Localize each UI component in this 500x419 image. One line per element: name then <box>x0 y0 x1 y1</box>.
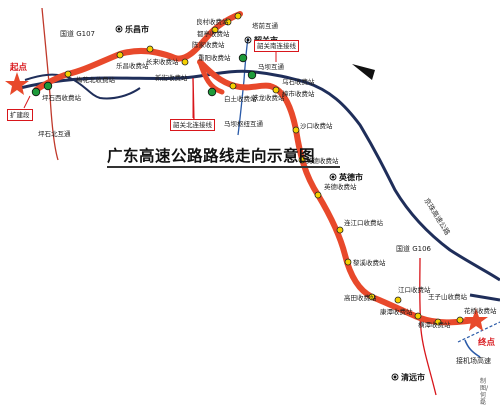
label-tieshui: 铁龙收费站 <box>252 93 285 102</box>
map-title: 广东高速公路路线走向示意图 <box>107 146 316 165</box>
box-shaoguan-north: 韶关北连接线 <box>170 119 215 131</box>
title-underline <box>107 166 340 168</box>
interchange-dots <box>31 53 257 97</box>
label-start: 起点 <box>9 62 28 73</box>
label-chenjia: 陈家收费站 <box>192 40 225 49</box>
city-yingde: 英德市 <box>338 172 363 182</box>
label-huaqiao: 花桥收费站 <box>464 306 497 315</box>
g107-road <box>41 7 59 161</box>
label-yingdewest: 英德收费站 <box>306 156 339 165</box>
label-g106: 国道 G106 <box>396 244 432 253</box>
jingzhu-south <box>469 293 500 302</box>
g106-road <box>419 257 437 396</box>
label-baitu: 白土收费站 <box>224 94 257 103</box>
station-dots <box>64 12 464 326</box>
label-kangtan: 康潭收费站 <box>380 307 413 316</box>
label-jiangkou: 江口收费站 <box>398 285 431 294</box>
label-airport: 接机场高速 <box>456 356 491 365</box>
jingzhu-branch <box>24 73 141 100</box>
label-lianjiangkou: 连江口收费站 <box>344 218 384 227</box>
dashed-road <box>457 321 500 343</box>
label-shakou: 沙口收费站 <box>300 121 333 130</box>
label-pingshi-west: 坪石西收费站 <box>42 93 82 102</box>
label-lechang: 乐昌收费站 <box>116 61 149 70</box>
label-pingshi-north-ic: 坪石北互通 <box>38 129 71 138</box>
city-qingyuan: 清远市 <box>401 372 425 382</box>
label-yingdeboundary: 英德收费站 <box>324 182 357 191</box>
end-star-icon <box>464 308 488 331</box>
map-source: 制图/何磊 <box>480 378 489 406</box>
label-wangzishan: 王子山收费站 <box>428 292 468 301</box>
label-ma-ic2: 马坝互通 <box>258 62 285 71</box>
label-zhangqiao: 樟市收费站 <box>282 89 315 98</box>
label-g107: 国道 G107 <box>60 29 95 38</box>
box-shaoguan-south: 韶关南连接线 <box>254 40 299 52</box>
label-liangcun: 良村收费站 <box>196 17 229 26</box>
airport-road <box>464 339 481 358</box>
label-meihua-north: 梅花北收费站 <box>76 75 116 84</box>
label-chongyang: 重阳收费站 <box>198 53 231 62</box>
kuojian-leader <box>23 95 31 109</box>
expressway-route <box>33 11 478 326</box>
label-hengtan: 横潭收费站 <box>418 320 451 329</box>
label-gaotian: 高田收费站 <box>344 293 377 302</box>
label-dujin: 都亭收费站 <box>197 29 230 38</box>
city-markers <box>115 25 399 381</box>
label-taping: 塔前互通 <box>252 21 279 30</box>
city-lechang: 乐昌市 <box>125 24 149 34</box>
blue-road <box>237 37 249 136</box>
start-star-icon <box>5 72 29 95</box>
jingzhu-highway <box>19 69 500 282</box>
label-maba-ic: 马坝枢纽互通 <box>224 119 264 128</box>
label-lishui: 黎溪收费站 <box>353 258 386 267</box>
box-kuojian: 扩建段 <box>7 109 33 121</box>
label-wushi: 乌石收费站 <box>282 77 315 86</box>
expressway-spur <box>197 59 225 95</box>
north-arrow-icon <box>352 64 375 80</box>
label-end: 终点 <box>477 337 496 348</box>
label-changlai: 长来收费站 <box>146 57 179 66</box>
label-xinjie: 新街收费站 <box>155 73 188 82</box>
